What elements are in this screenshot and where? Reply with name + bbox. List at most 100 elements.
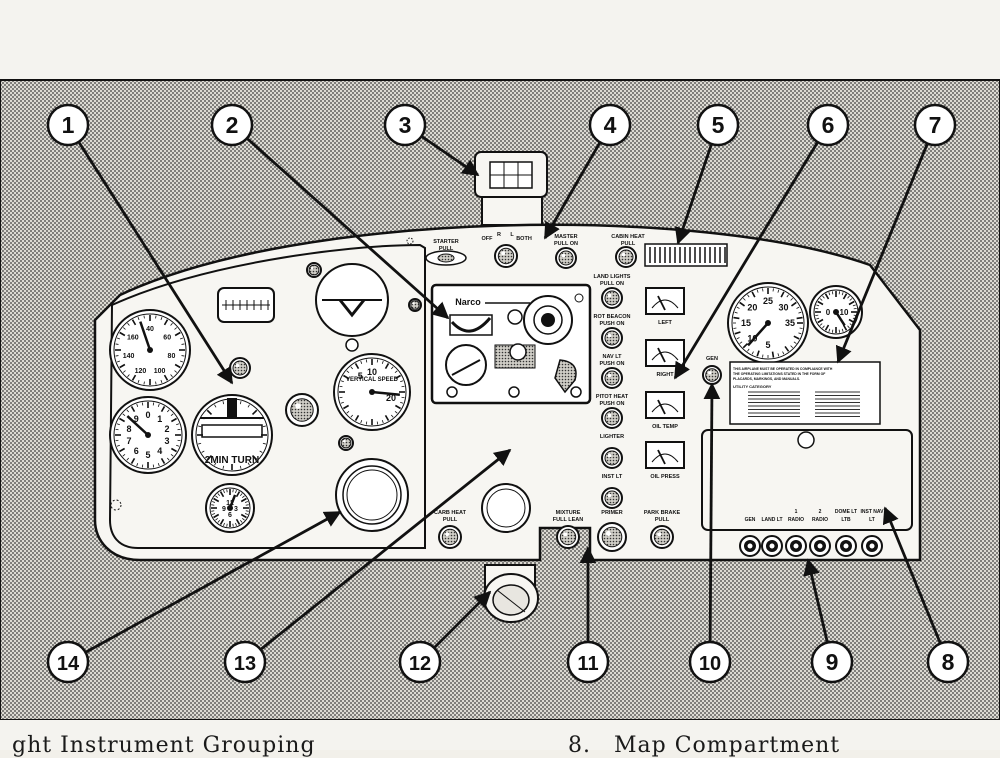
caption-item-number: 8. [568, 733, 591, 758]
breaker-label-top: DOME LT [835, 509, 857, 515]
svg-text:30: 30 [779, 302, 789, 312]
panel-light-knob [230, 358, 250, 378]
cigarette-lighter-label: LIGHTER [600, 434, 624, 440]
mag-both-label: BOTH [516, 236, 532, 242]
svg-text:40: 40 [146, 326, 154, 333]
callout-3: 3 [385, 105, 425, 145]
svg-text:1: 1 [157, 414, 162, 424]
parking-brake-control-knob [651, 526, 673, 548]
carburetor-heat-control-sublabel: PULL [443, 517, 458, 523]
callout-number: 4 [604, 112, 617, 138]
callout-number: 13 [234, 653, 256, 675]
callout-2: 2 [212, 105, 252, 145]
callout-12: 12 [400, 642, 440, 682]
callout-number: 3 [399, 112, 412, 138]
svg-text:3: 3 [234, 506, 238, 513]
callout-6: 6 [808, 105, 848, 145]
mixture-control-knob [557, 526, 579, 548]
svg-text:0: 0 [145, 410, 150, 420]
rotating-beacon-switch-label: ROT BEACON [594, 314, 631, 320]
landing-lights-switch-sublabel: PULL ON [600, 281, 624, 287]
oil-pressure-gauge-label: OIL PRESS [650, 474, 680, 480]
svg-text:15: 15 [741, 318, 751, 328]
callout-13: 13 [225, 642, 265, 682]
svg-text:10: 10 [367, 367, 377, 377]
callout-10: 10 [690, 642, 730, 682]
svg-text:25: 25 [763, 296, 773, 306]
svg-text:6: 6 [134, 446, 139, 456]
heading-indicator [218, 288, 274, 322]
suction-gauge: 10 0 [810, 286, 862, 338]
map-compartment-knob [798, 432, 814, 448]
tachometer: 2530355101520 [728, 283, 808, 363]
placard-category: UTILITY CATEGORY [733, 384, 772, 389]
mixture-control-label: MIXTURE [556, 510, 581, 516]
breaker-label-top: 2 [819, 509, 822, 515]
mag-off-label: OFF [482, 236, 494, 242]
nav-lights-switch-label: NAV LT [602, 354, 622, 360]
svg-text:6: 6 [228, 512, 232, 519]
placard-line: THE OPERATING LIMITATIONS STATED IN THE … [733, 372, 825, 376]
breaker-label: RADIO [788, 517, 804, 523]
svg-text:0: 0 [826, 308, 831, 317]
mixture-control-sublabel: FULL LEAN [553, 517, 583, 523]
pitot-heat-switch-label: PITOT HEAT [596, 394, 629, 400]
callout-7: 7 [915, 105, 955, 145]
callout-number: 6 [822, 112, 835, 138]
nav-lights-switch-knob [602, 368, 622, 388]
svg-text:10: 10 [840, 308, 849, 317]
svg-text:9: 9 [222, 506, 226, 513]
turn-label: 2MIN TURN [205, 455, 259, 466]
svg-text:4: 4 [157, 446, 162, 456]
primer-pump-knob [598, 523, 626, 551]
instrument-lights-rheostat: INST LT [602, 474, 623, 480]
landing-lights-switch-knob [602, 288, 622, 308]
master-pull-label: PULL ON [554, 241, 578, 247]
parking-brake-control-sublabel: PULL [655, 517, 670, 523]
breaker-label: LAND LT [761, 517, 782, 523]
carburetor-heat-control-label: CARB HEAT [434, 510, 467, 516]
svg-text:120: 120 [135, 368, 147, 375]
callout-4: 4 [590, 105, 630, 145]
instrument-lights-rheostat-knob [602, 488, 622, 508]
pitot-heat-switch-sublabel: PUSH ON [599, 401, 624, 407]
oil-temperature-gauge-label: OIL TEMP [652, 424, 678, 430]
magneto-key [495, 245, 517, 267]
callout-number: 14 [57, 653, 80, 675]
cigarette-lighter-knob [602, 448, 622, 468]
starter-label: STARTER [433, 239, 459, 245]
breaker-label: LT [869, 517, 875, 523]
cabin-heat-knob [616, 247, 636, 267]
gen-lamp [703, 366, 721, 384]
callout-number: 10 [699, 653, 721, 675]
callout-number: 8 [942, 649, 955, 675]
caption-flight-instrument-grouping: ght Instrument Grouping [12, 733, 316, 758]
control-column [484, 565, 538, 622]
fuel-gauge-left-label: LEFT [658, 320, 672, 326]
turn-coordinator: 2MIN TURN [192, 395, 272, 475]
pitot-heat-switch-knob [602, 408, 622, 428]
svg-text:80: 80 [168, 353, 176, 360]
mag-r-label: R [497, 232, 501, 238]
breaker-label: RADIO [812, 517, 828, 523]
throttle-housing [482, 484, 530, 532]
svg-text:160: 160 [127, 334, 139, 341]
svg-text:3: 3 [165, 436, 170, 446]
caption-map-compartment: Map Compartment [614, 733, 840, 758]
cabin-heat-pull-label: PULL [621, 241, 636, 247]
callout-8: 8 [928, 642, 968, 682]
master-knob [556, 248, 576, 268]
generator-warning-light: GEN [706, 356, 718, 362]
placard-line: THIS AIRPLANE MUST BE OPERATED IN COMPLI… [733, 367, 833, 371]
callout-number: 1 [62, 112, 75, 138]
breaker-label: GEN [745, 517, 756, 523]
